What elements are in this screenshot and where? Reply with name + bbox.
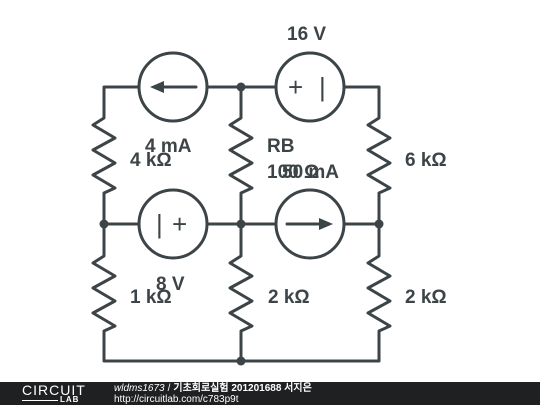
label-2kohm-right: 2 kΩ (405, 287, 447, 308)
label-4kohm: 4 kΩ (130, 150, 172, 171)
node-mid-left (99, 219, 109, 229)
label-50ma: 50 mA (282, 162, 339, 183)
nodes (99, 82, 384, 366)
resistor-left-top[interactable] (91, 109, 117, 202)
current-source-50ma[interactable] (274, 188, 346, 260)
circuit-schematic: + | | + 16 V 4 mA 4 kΩ RB 100 Ω 50 mA 6 … (91, 24, 447, 366)
node-bottom-center (236, 356, 246, 366)
resistor-rb[interactable] (228, 109, 254, 202)
author-name[interactable]: wldms1673 (114, 383, 165, 394)
logo-text-circuit: CIRCUIT (22, 382, 86, 398)
label-6kohm: 6 kΩ (405, 150, 447, 171)
logo-line (22, 400, 58, 401)
label-2kohm-mid: 2 kΩ (268, 287, 310, 308)
node-top-center (236, 82, 246, 92)
footer-info: wldms1673/기초회로실험 201201688 서지은 http://ci… (114, 383, 312, 405)
resistor-right-bottom[interactable] (366, 248, 392, 339)
minus-terminal: | (319, 72, 326, 102)
label-8v: 8 V (156, 274, 185, 295)
voltage-source-8v[interactable]: | + (137, 188, 209, 260)
label-16v: 16 V (287, 24, 326, 45)
resistor-right-top[interactable] (366, 109, 392, 202)
voltage-source-16v[interactable]: + | (274, 51, 346, 123)
circuit-title: 기초회로실험 201201688 서지은 (173, 383, 312, 394)
label-100ohm: 100 Ω (267, 162, 319, 183)
logo-text-lab: LAB (60, 395, 80, 404)
footer-bar: CIRCUIT LAB wldms1673/기초회로실험 201201688 서… (0, 382, 540, 405)
minus-terminal: | (156, 209, 163, 239)
node-mid-center (236, 219, 246, 229)
plus-terminal: + (172, 209, 187, 239)
label-rb: RB (267, 136, 294, 157)
separator: / (167, 383, 171, 394)
label-4ma: 4 mA (145, 136, 192, 157)
wire-top-left (102, 85, 141, 113)
plus-terminal: + (288, 72, 303, 102)
resistor-mid-bottom[interactable] (228, 248, 254, 339)
node-mid-right (374, 219, 384, 229)
current-source-4ma[interactable] (137, 51, 209, 123)
label-1kohm: 1 kΩ (130, 287, 172, 308)
circuitlab-logo[interactable]: CIRCUIT LAB (22, 383, 92, 405)
footer-title-line: wldms1673/기초회로실험 201201688 서지은 (114, 383, 312, 394)
resistor-left-bottom[interactable] (91, 248, 117, 339)
wire-top-right (342, 85, 381, 113)
circuit-url[interactable]: http://circuitlab.com/c783p9t (114, 394, 239, 405)
